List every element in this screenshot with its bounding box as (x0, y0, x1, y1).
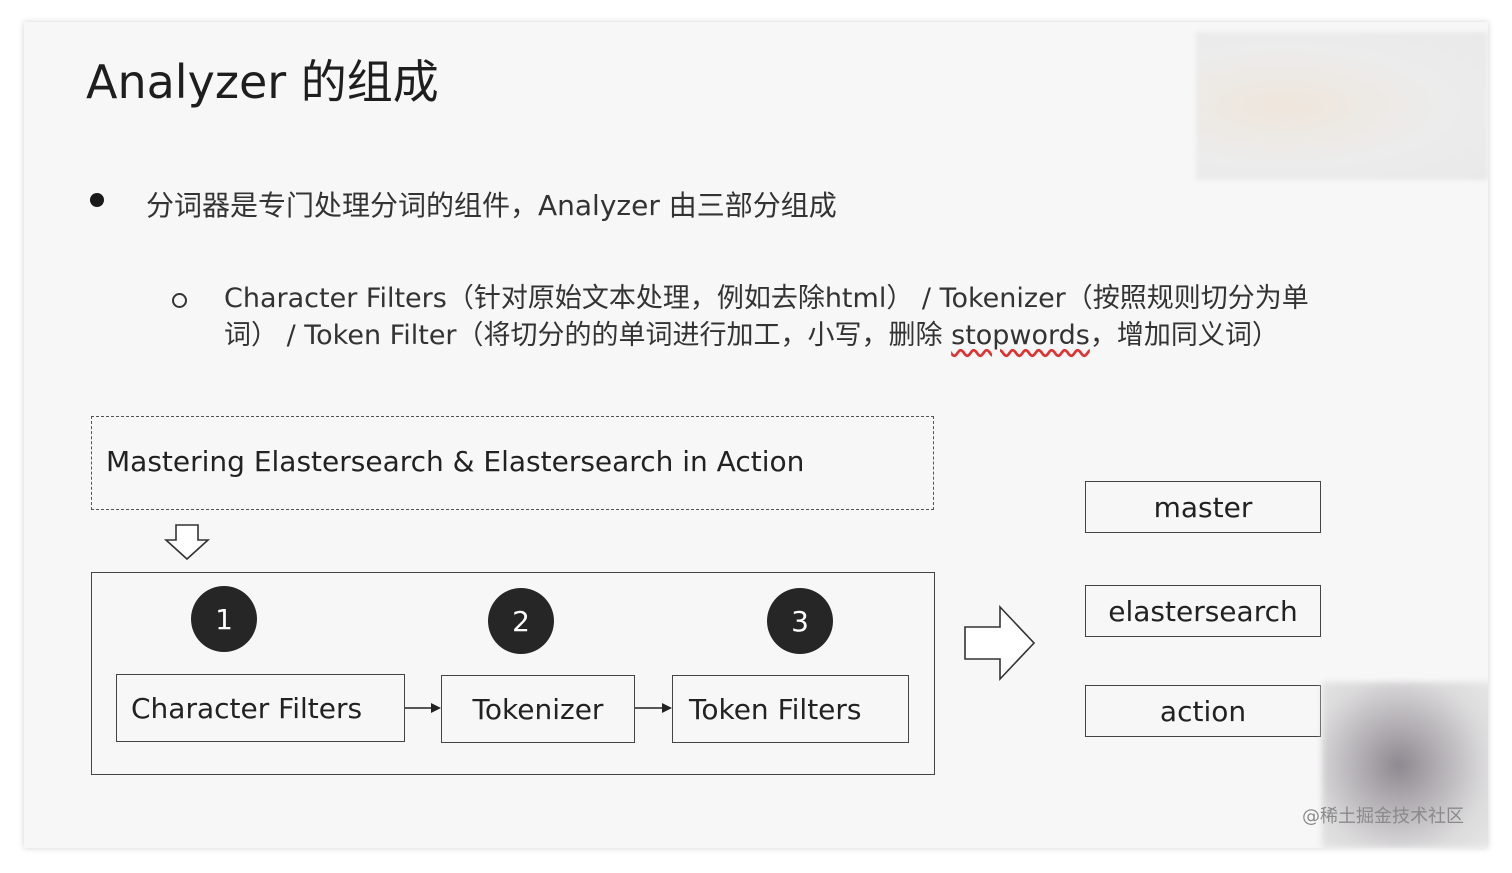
token-label: master (1153, 490, 1253, 524)
token-box-master: master (1085, 481, 1321, 533)
token-label: action (1159, 694, 1247, 728)
input-text-box: Mastering Elastersearch & Elastersearch … (91, 416, 934, 510)
stopwords-word: stopwords (951, 320, 1090, 351)
input-text: Mastering Elastersearch & Elastersearch … (106, 445, 805, 478)
step-3-circle: 3 (767, 588, 833, 654)
watermark: @稀土掘金技术社区 (1302, 806, 1464, 827)
slide: Analyzer 的组成 分词器是专门处理分词的组件，Analyzer 由三部分… (24, 22, 1488, 848)
blurred-region-bottom-right (1322, 682, 1488, 848)
character-filters-box: Character Filters (116, 674, 405, 742)
sub-bullet-circle-icon (172, 293, 187, 308)
analyzer-pipeline-box: 1 2 3 Character Filters Tokenizer Token … (91, 572, 935, 775)
character-filters-label: Character Filters (131, 691, 363, 725)
sub-bullet-text: Character Filters（针对原始文本处理，例如去除html） / T… (224, 280, 1324, 354)
tokenizer-label: Tokenizer (472, 692, 604, 726)
right-arrow-icon (964, 604, 1036, 682)
step-2-circle: 2 (488, 588, 554, 654)
tokenizer-box: Tokenizer (441, 675, 635, 743)
sub-bullet-part1: Character Filters（针对原始文本处理，例如去除html） / T… (224, 283, 1309, 351)
slide-title: Analyzer 的组成 (86, 55, 439, 109)
blurred-region-top-right (1196, 32, 1488, 180)
arrow-right-icon (635, 703, 672, 713)
down-arrow-icon (163, 524, 211, 561)
step-1-circle: 1 (191, 586, 257, 652)
token-box-action: action (1085, 685, 1321, 737)
arrow-right-icon (405, 703, 441, 713)
token-filters-box: Token Filters (672, 675, 909, 743)
bullet-dot-icon (90, 193, 104, 207)
bullet-text: 分词器是专门处理分词的组件，Analyzer 由三部分组成 (146, 189, 837, 222)
token-filters-label: Token Filters (689, 692, 862, 726)
sub-bullet-part2: ，增加同义词） (1089, 320, 1279, 351)
token-box-elastersearch: elastersearch (1085, 585, 1321, 637)
token-label: elastersearch (1108, 594, 1298, 628)
